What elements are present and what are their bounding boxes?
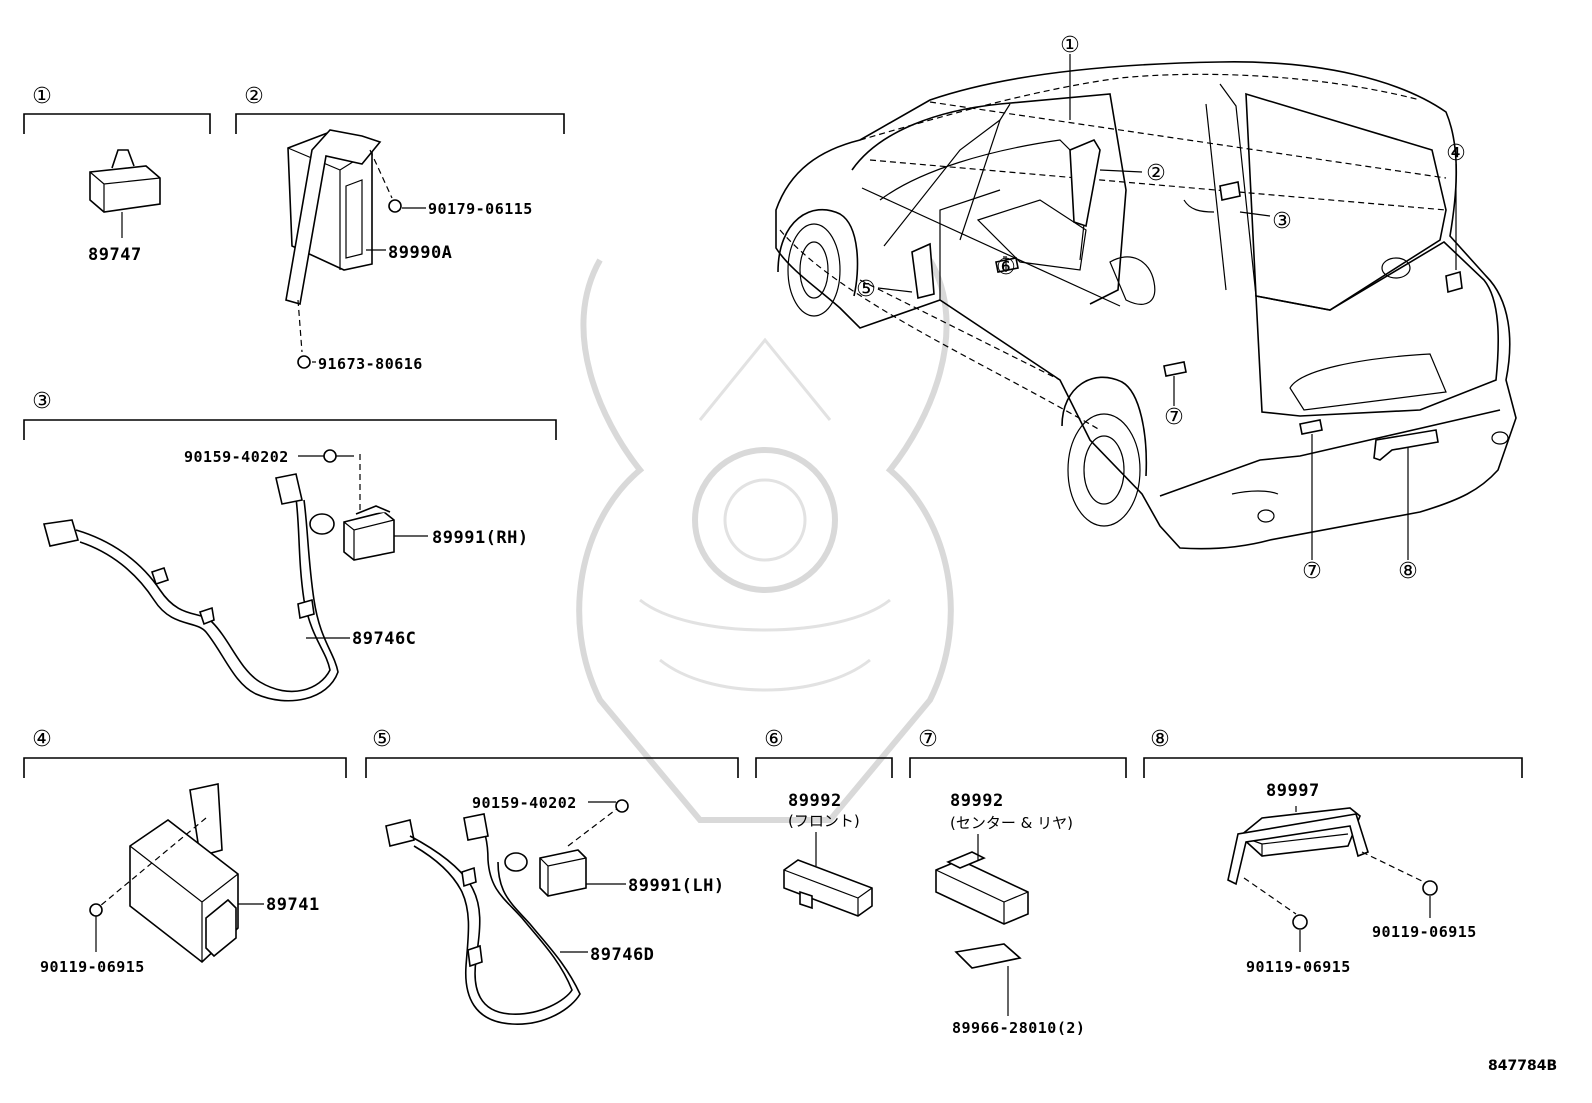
part-89992-center-rear-drawing bbox=[935, 834, 1029, 1016]
callout-1: ① bbox=[1060, 33, 1080, 58]
part-label-89991-lh: 89991(LH) bbox=[628, 876, 725, 896]
callout-7-a: ⑦ bbox=[1164, 405, 1184, 430]
section-number-2: ② bbox=[244, 84, 264, 109]
callout-5: ⑤ bbox=[856, 277, 876, 302]
part-label-89966-28010: 89966-28010(2) bbox=[952, 1019, 1085, 1037]
section-brackets bbox=[23, 113, 1523, 778]
section-number-8: ⑧ bbox=[1150, 727, 1170, 752]
section-number-7: ⑦ bbox=[918, 727, 938, 752]
callout-8: ⑧ bbox=[1398, 559, 1418, 584]
part-89990a-drawing bbox=[285, 129, 426, 369]
part-89741-drawing bbox=[89, 783, 264, 964]
section-number-4: ④ bbox=[32, 727, 52, 752]
part-label-89746c: 89746C bbox=[352, 629, 416, 649]
part-label-90179-06115: 90179-06115 bbox=[428, 200, 533, 218]
callout-6: ⑥ bbox=[996, 255, 1016, 280]
section-number-1: ① bbox=[32, 84, 52, 109]
part-label-91673-80616: 91673-80616 bbox=[318, 355, 423, 373]
part-label-89747: 89747 bbox=[88, 245, 142, 265]
part-label-90159-40202-b: 90159-40202 bbox=[472, 794, 577, 812]
section-number-5: ⑤ bbox=[372, 727, 392, 752]
part-label-89992-front: 89992 bbox=[788, 791, 842, 811]
watermark-emblem bbox=[576, 258, 954, 823]
vehicle-illustration bbox=[775, 54, 1517, 560]
part-label-89991-rh: 89991(RH) bbox=[432, 528, 529, 548]
part-label-90119-06915-b: 90119-06915 bbox=[1372, 923, 1477, 941]
part-label-90119-06915-a: 90119-06915 bbox=[40, 958, 145, 976]
part-89992-front-drawing bbox=[783, 832, 873, 917]
part-89746c-drawing bbox=[42, 449, 428, 702]
callout-4: ④ bbox=[1446, 141, 1466, 166]
part-89746d-drawing bbox=[385, 799, 629, 1025]
part-note-center-rear: (センター & リヤ) bbox=[950, 814, 1073, 832]
part-label-89992-center-rear: 89992 bbox=[950, 791, 1004, 811]
part-label-89741: 89741 bbox=[266, 895, 320, 915]
callout-3: ③ bbox=[1272, 209, 1292, 234]
section-number-3: ③ bbox=[32, 389, 52, 414]
part-label-90159-40202-a: 90159-40202 bbox=[184, 448, 289, 466]
part-note-front: (フロント) bbox=[788, 812, 860, 830]
callout-2: ② bbox=[1146, 161, 1166, 186]
part-label-89997: 89997 bbox=[1266, 781, 1320, 801]
part-label-89990a: 89990A bbox=[388, 243, 452, 263]
callout-7-b: ⑦ bbox=[1302, 559, 1322, 584]
part-label-89746d: 89746D bbox=[590, 945, 654, 965]
part-89747-drawing bbox=[89, 149, 161, 238]
part-label-90119-06915-c: 90119-06915 bbox=[1246, 958, 1351, 976]
diagram-code: 847784B bbox=[1488, 1058, 1557, 1074]
section-number-6: ⑥ bbox=[764, 727, 784, 752]
part-89997-drawing bbox=[1227, 806, 1438, 952]
